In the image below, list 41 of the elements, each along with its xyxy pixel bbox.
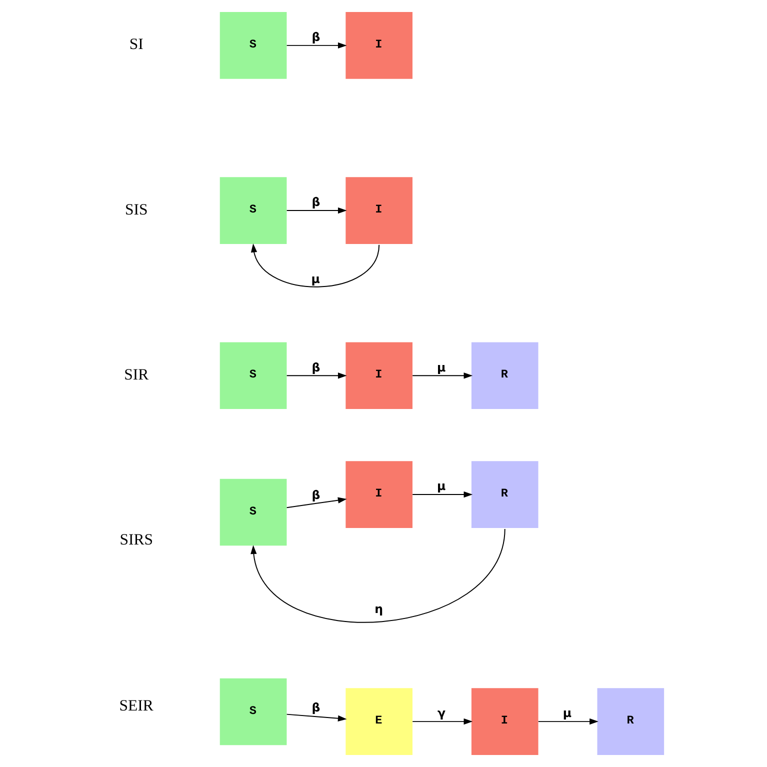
edge-label: μ [311, 272, 320, 286]
arrow [250, 528, 506, 623]
edge-label: β [312, 195, 320, 210]
node-box: I [346, 461, 412, 528]
node-box: R [597, 688, 664, 755]
label: SEIR [119, 698, 154, 715]
node-box: S [220, 342, 287, 410]
node-box: I [346, 177, 412, 244]
arrow [286, 207, 347, 214]
label: SIR [124, 366, 149, 384]
label: SIRS [120, 531, 153, 548]
edge-label: γ [438, 706, 446, 720]
arrow [412, 491, 473, 498]
node-box: I [346, 12, 412, 79]
edge-label: η [374, 602, 384, 616]
node-box: S [220, 478, 287, 546]
node-box: I [346, 342, 412, 410]
edge-label: μ [437, 479, 446, 494]
node-box: I [471, 688, 538, 755]
node-box: E [346, 688, 412, 755]
arrow [538, 718, 598, 725]
edge-label: β [312, 700, 320, 714]
arrow [286, 714, 347, 722]
node-box: R [471, 461, 538, 528]
arrow [286, 42, 347, 49]
edge-label: μ [562, 706, 572, 720]
node-box: S [220, 678, 287, 746]
arrow [412, 372, 473, 379]
edge-label: β [312, 360, 320, 374]
arrow [286, 497, 347, 508]
arrow [412, 718, 473, 725]
edge-label: β [312, 30, 320, 44]
edge-label: μ [437, 360, 446, 374]
node-box: S [220, 177, 287, 244]
arrow [286, 372, 347, 379]
edge-label: β [312, 488, 320, 502]
label: SIS [124, 201, 148, 218]
node-box: S [220, 12, 287, 79]
label: SI [129, 36, 144, 54]
arrow [250, 243, 380, 288]
node-box: R [471, 342, 538, 410]
